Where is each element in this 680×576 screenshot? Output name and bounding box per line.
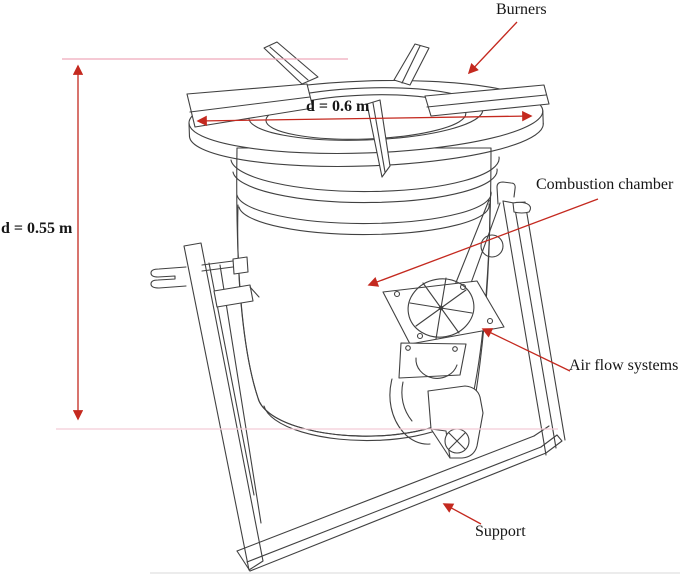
combustion-chamber-label: Combustion chamber [536,176,674,193]
left-clamp-fittings [150,256,260,308]
support-label: Support [475,523,526,540]
fan-circle [407,278,475,338]
support-frame [183,200,566,572]
annotations [56,21,680,574]
combustion-chamber-arrow [367,198,599,287]
height-dimension-label: d = 0.55 m [1,220,73,237]
right-fittings [454,181,532,286]
burners-arrow [467,21,518,75]
air-flow-arrow [481,328,571,372]
air-flow-fan-assembly [382,277,505,459]
air-flow-label: Air flow systems [569,357,679,374]
diameter-dimension-line [196,110,533,127]
diameter-dimension-label: d = 0.6 m [306,98,370,115]
burners-label: Burners [496,1,547,18]
support-arrow [442,503,482,525]
